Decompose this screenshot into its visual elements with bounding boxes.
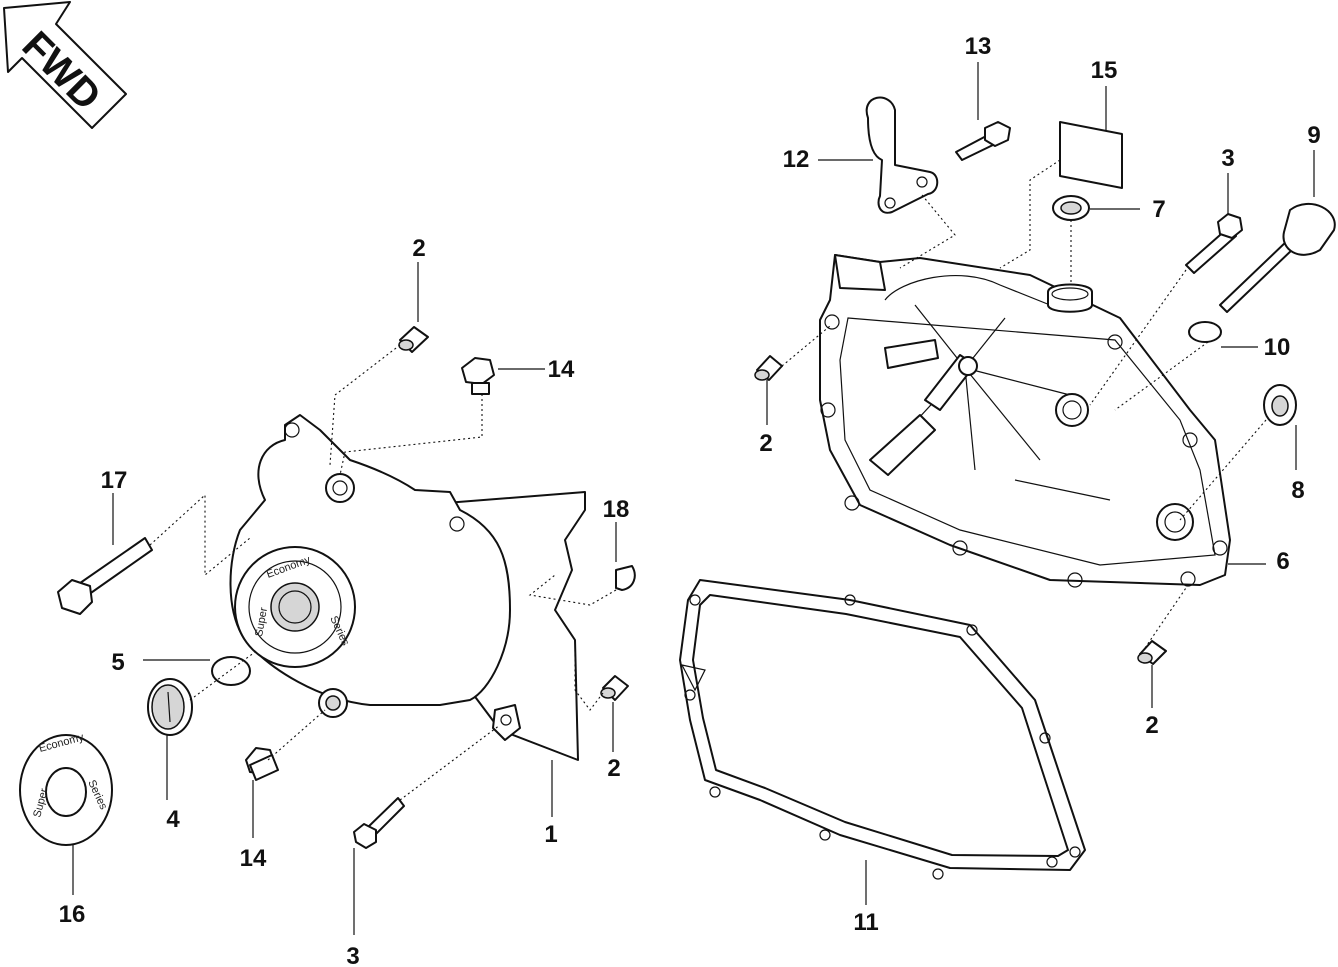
clamp-bolt: [955, 121, 1011, 161]
callout-6: 6: [1276, 548, 1289, 575]
cable-clamp: [865, 96, 939, 214]
dowel-pin-upper-left: [398, 326, 429, 353]
long-bolt: [57, 537, 153, 615]
left-crankcase-cover: Super Economy Series: [229, 414, 586, 761]
cover-gasket: [679, 579, 1086, 880]
callout-2: 2: [759, 430, 772, 457]
oil-seal-right: [1263, 384, 1297, 426]
woodruff-key: [615, 565, 636, 591]
oil-seal-upper: [1052, 195, 1090, 221]
callout-5: 5: [111, 649, 124, 676]
callout-numbers: 1 2 2 2 2 3 3 4 5 6 7 8 9 10 11 12 13 14…: [59, 33, 1321, 967]
washer-decal: Super Economy Series: [19, 731, 113, 846]
callout-17: 17: [101, 467, 128, 494]
dowel-pin-lower-left: [600, 675, 629, 701]
callout-18: 18: [603, 496, 630, 523]
dipstick-o-ring: [1188, 321, 1222, 343]
callout-11: 11: [853, 909, 878, 936]
callout-14: 14: [548, 356, 575, 383]
callout-4: 4: [166, 806, 180, 833]
dowel-pin-right-lower: [1137, 640, 1167, 665]
callout-15: 15: [1091, 57, 1118, 84]
callout-2: 2: [412, 235, 425, 262]
callout-9: 9: [1307, 122, 1320, 149]
short-bolt-right: [1185, 213, 1243, 274]
callout-3: 3: [346, 943, 359, 967]
callout-2: 2: [1145, 712, 1158, 739]
oil-plug-lower: [245, 747, 279, 781]
callout-1: 1: [544, 821, 557, 848]
cap-o-ring: [211, 656, 251, 686]
callout-13: 13: [965, 33, 992, 60]
callout-8: 8: [1291, 477, 1304, 504]
forward-arrow-badge: FWD: [3, 1, 127, 129]
short-bolt-left: [353, 797, 405, 849]
callout-10: 10: [1264, 334, 1291, 361]
assembly-guide-lines: [149, 159, 1267, 801]
oil-dipstick: [1219, 203, 1336, 313]
oil-plug-upper: [461, 357, 495, 395]
callout-14: 14: [240, 845, 267, 872]
callout-7: 7: [1152, 196, 1165, 223]
right-crankcase-cover: [819, 254, 1231, 588]
callout-3: 3: [1221, 145, 1234, 172]
timing-hole-cap: [147, 678, 193, 736]
leader-lines: [72, 62, 1315, 935]
warning-label-sticker: [1059, 121, 1123, 189]
dowel-pin-right-upper: [754, 355, 783, 381]
callout-12: 12: [783, 146, 810, 173]
callout-16: 16: [59, 901, 86, 928]
callout-2: 2: [607, 755, 620, 782]
cover-logo-super: Super: [253, 606, 270, 637]
